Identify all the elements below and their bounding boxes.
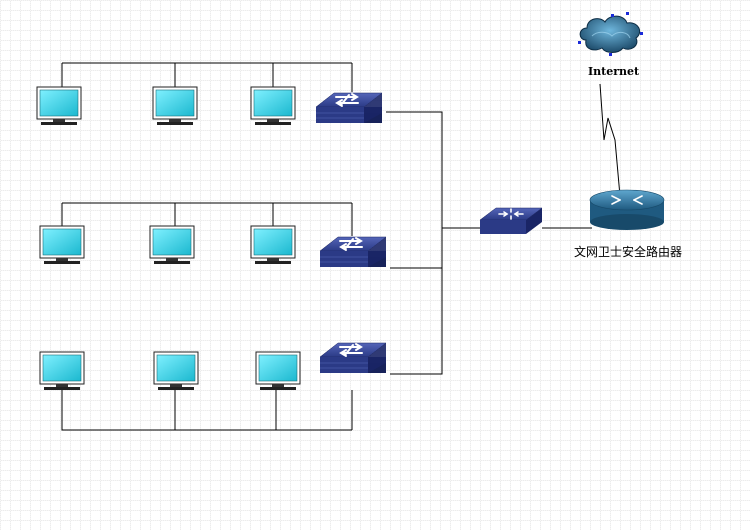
workstation-monitor-icon xyxy=(255,351,301,391)
workstation-monitor-icon xyxy=(250,86,296,126)
router-icon xyxy=(589,189,665,230)
access-switch-icon xyxy=(315,92,383,124)
router-label: 文网卫士安全路由器 xyxy=(574,244,682,259)
workstation-monitor-icon xyxy=(153,351,199,391)
workstation-monitor-icon xyxy=(152,86,198,126)
workstation-monitor-icon xyxy=(39,225,85,265)
workstation-monitor-icon xyxy=(36,86,82,126)
workstation-monitor-icon xyxy=(39,351,85,391)
core-switch-icon xyxy=(479,207,543,235)
workstation-monitor-icon xyxy=(149,225,195,265)
access-switch-icon xyxy=(319,236,387,268)
internet-label: Internet xyxy=(588,65,640,78)
internet-cloud-icon xyxy=(578,12,643,56)
workstation-monitor-icon xyxy=(250,225,296,265)
access-switch-icon xyxy=(319,342,387,374)
